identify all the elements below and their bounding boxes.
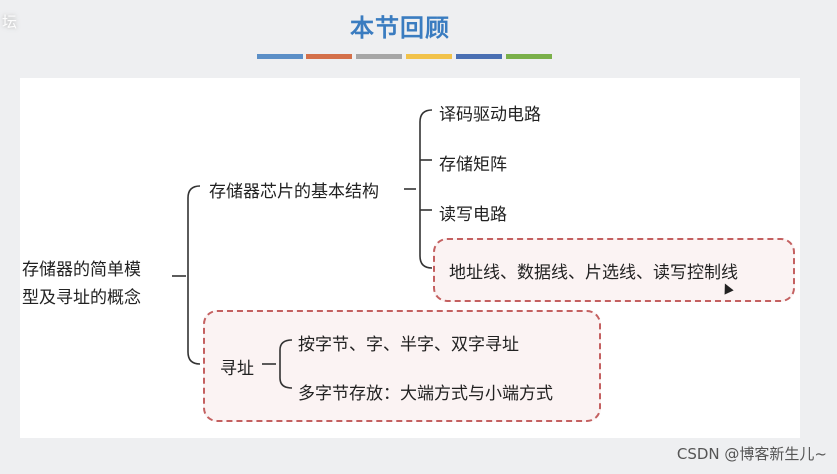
color-bar-blue [257, 54, 303, 59]
leaf-read-write-circuit: 读写电路 [439, 205, 507, 225]
color-bar-orange [306, 54, 352, 59]
root-node: 存储器的简单模 型及寻址的概念 [22, 256, 141, 312]
root-node-line-2: 型及寻址的概念 [22, 288, 141, 308]
color-bar-yellow [406, 54, 452, 59]
leaf-byte-word-addressing: 按字节、字、半字、双字寻址 [298, 335, 519, 355]
corner-logo: 坛 [2, 13, 18, 31]
color-bar-gray [356, 54, 402, 59]
branch-addressing: 寻址 [220, 359, 254, 379]
color-bar-green [506, 54, 552, 59]
slide-title: 本节回顾 [350, 14, 450, 42]
root-node-line-1: 存储器的简单模 [22, 260, 141, 280]
leaf-storage-matrix: 存储矩阵 [439, 155, 507, 175]
color-bar-darkblue [456, 54, 502, 59]
csdn-watermark: CSDN @博客新生儿~ [676, 445, 827, 463]
leaf-decoder-driver: 译码驱动电路 [439, 105, 541, 125]
branch-chip-structure: 存储器芯片的基本结构 [209, 182, 379, 202]
highlight-box-lines [433, 238, 795, 302]
leaf-bus-lines: 地址线、数据线、片选线、读写控制线 [449, 263, 738, 283]
highlight-box-addressing [203, 310, 601, 422]
leaf-endianness: 多字节存放：大端方式与小端方式 [298, 384, 553, 404]
